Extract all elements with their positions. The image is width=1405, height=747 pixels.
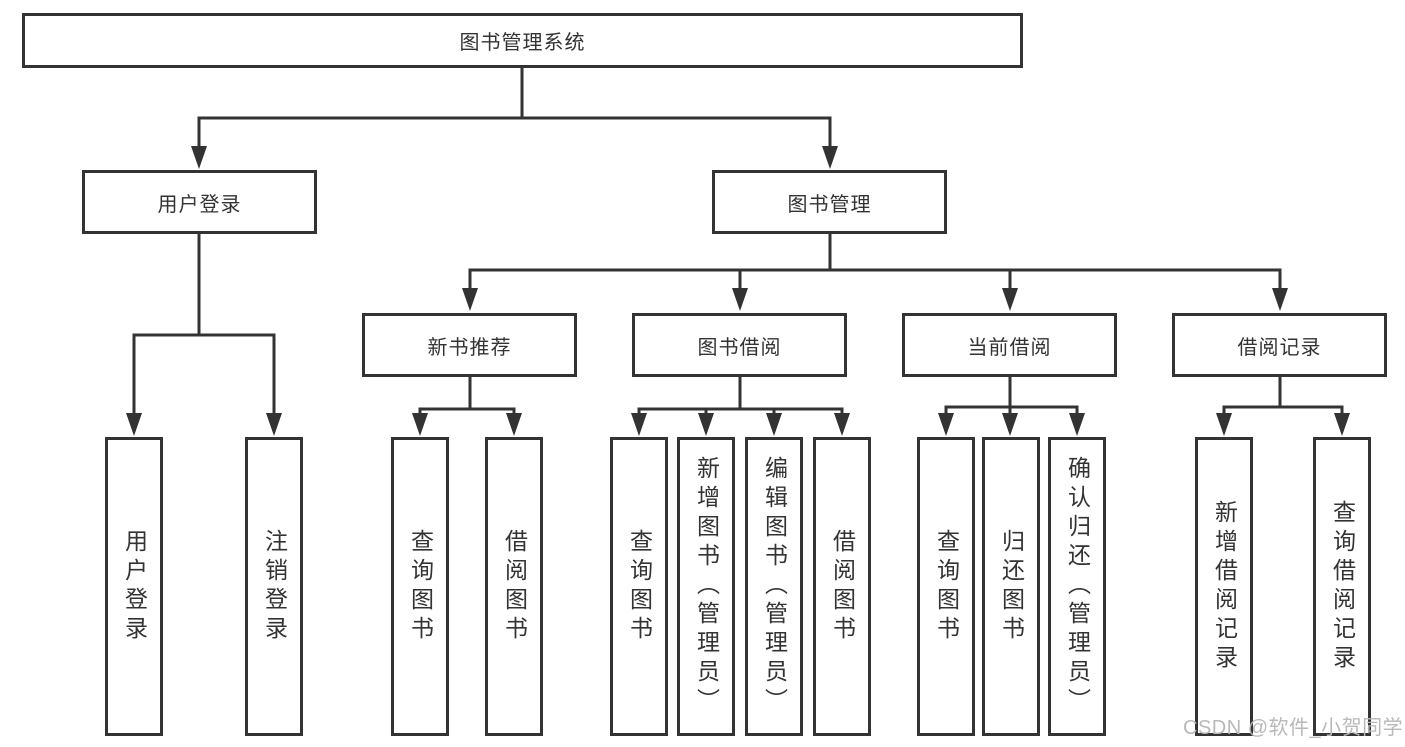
connector-user-login <box>132 234 276 418</box>
connector-borrow-record <box>1222 377 1344 418</box>
leaf-borrow-books-2: 借阅图书 <box>813 437 871 736</box>
node-current-borrow: 当前借阅 <box>902 313 1117 377</box>
node-label: 图书借阅 <box>697 336 782 359</box>
arrow-down-icon <box>191 146 207 169</box>
leaf-borrow-books-1: 借阅图书 <box>485 437 543 736</box>
csdn-watermark: CSDN @软件_小贺同学 <box>1183 717 1404 739</box>
node-label: 查询图书 <box>626 528 653 645</box>
node-label: 用户登录 <box>157 193 242 216</box>
node-label: 用户登录 <box>121 528 148 645</box>
node-label: 编辑图书（管理员） <box>761 456 788 717</box>
leaf-user-login: 用户登录 <box>105 437 163 736</box>
arrow-down-icon <box>732 288 748 311</box>
node-label: 注销登录 <box>261 528 288 645</box>
node-label: 查询图书 <box>933 528 960 645</box>
arrow-down-icon <box>834 413 850 436</box>
leaf-logout: 注销登录 <box>245 437 303 736</box>
node-user-login: 用户登录 <box>82 170 317 234</box>
node-label: 归还图书 <box>998 528 1025 645</box>
node-label: 查询借阅记录 <box>1329 499 1356 674</box>
node-system-root: 图书管理系统 <box>22 13 1023 68</box>
node-label: 图书管理系统 <box>459 32 586 54</box>
node-label: 当前借阅 <box>967 336 1052 359</box>
arrow-down-icon <box>412 413 428 436</box>
connector-current-borrow <box>944 377 1079 418</box>
node-label: 新增图书（管理员） <box>693 456 720 717</box>
leaf-return-books: 归还图书 <box>982 437 1040 736</box>
node-label: 查询图书 <box>407 528 434 645</box>
node-borrow-record: 借阅记录 <box>1172 313 1387 377</box>
node-label: 确认归还（管理员） <box>1064 456 1091 717</box>
node-label: 新书推荐 <box>427 336 512 359</box>
leaf-edit-books-admin: 编辑图书（管理员） <box>745 437 803 736</box>
node-book-management: 图书管理 <box>712 170 947 234</box>
arrow-down-icon <box>938 413 954 436</box>
arrow-down-icon <box>462 288 478 311</box>
arrow-down-icon <box>506 413 522 436</box>
arrow-down-icon <box>822 146 838 169</box>
node-label: 借阅记录 <box>1237 336 1322 359</box>
arrow-down-icon <box>1272 288 1288 311</box>
node-label: 借阅图书 <box>501 528 528 645</box>
leaf-confirm-return-admin: 确认归还（管理员） <box>1048 437 1106 736</box>
connector-new-book <box>418 377 516 418</box>
node-label: 图书管理 <box>787 193 872 216</box>
connector-root <box>197 68 832 150</box>
arrow-down-icon <box>631 413 647 436</box>
leaf-add-books-admin: 新增图书（管理员） <box>677 437 735 736</box>
leaf-query-borrow-record: 查询借阅记录 <box>1313 437 1371 736</box>
connector-book-management <box>468 234 1282 292</box>
node-book-borrow: 图书借阅 <box>632 313 847 377</box>
arrow-down-icon <box>1216 413 1232 436</box>
leaf-add-borrow-record: 新增借阅记录 <box>1195 437 1253 736</box>
arrow-down-icon <box>1002 413 1018 436</box>
node-label: 新增借阅记录 <box>1211 499 1238 674</box>
connector-book-borrow <box>637 377 844 418</box>
arrow-down-icon <box>1334 413 1350 436</box>
arrow-down-icon <box>266 413 282 436</box>
node-label: 借阅图书 <box>829 528 856 645</box>
node-new-book-recommend: 新书推荐 <box>362 313 577 377</box>
leaf-query-books-1: 查询图书 <box>391 437 449 736</box>
arrow-down-icon <box>1002 288 1018 311</box>
arrow-down-icon <box>126 413 142 436</box>
arrow-down-icon <box>1069 413 1085 436</box>
arrow-down-icon <box>766 413 782 436</box>
leaf-query-books-2: 查询图书 <box>610 437 668 736</box>
arrow-down-icon <box>698 413 714 436</box>
leaf-query-books-3: 查询图书 <box>917 437 975 736</box>
